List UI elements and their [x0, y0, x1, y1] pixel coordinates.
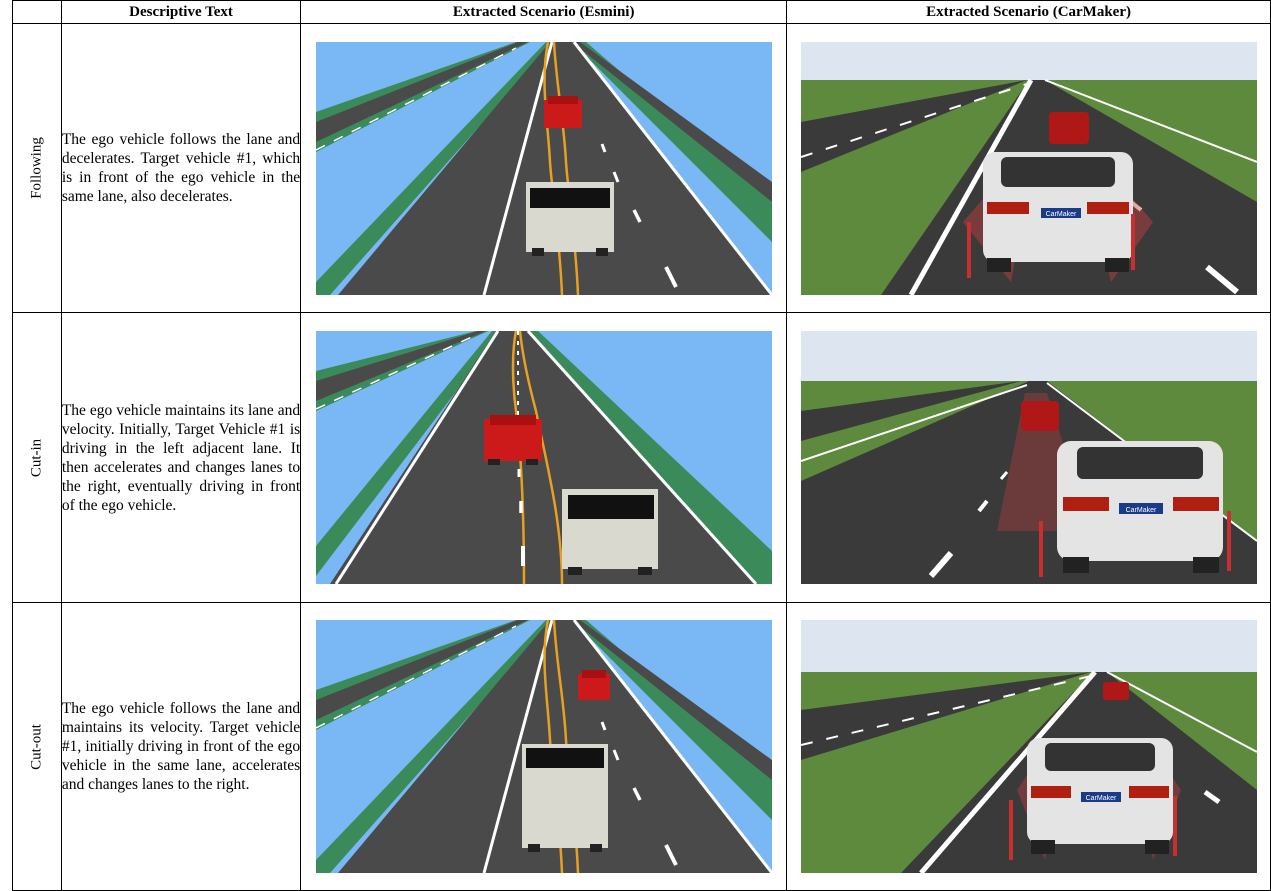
description-cell: The ego vehicle main­tains its lane and … — [60, 312, 302, 603]
row-label: Cut-out — [28, 723, 45, 770]
carmaker-badge: CarMaker — [1045, 211, 1076, 218]
header-carmaker: Extracted Scenario (CarMaker) — [786, 0, 1271, 24]
table-row-following: Following The ego vehicle follows the la… — [12, 23, 1271, 313]
esmini-cell — [300, 312, 788, 603]
row-label: Cut-in — [28, 438, 45, 477]
esmini-cut-in-image — [315, 331, 772, 584]
header-descriptive-text: Descriptive Text — [60, 0, 302, 24]
esmini-cut-out-image — [315, 620, 772, 873]
esmini-cell — [300, 23, 788, 313]
carmaker-cut-out-image: CarMaker — [800, 620, 1257, 873]
row-label-cell: Cut-out — [12, 602, 62, 891]
scenario-table: Descriptive Text Extracted Scenario (Esm… — [12, 0, 1271, 891]
table-row-cut-in: Cut-in The ego vehicle main­tains its la… — [12, 312, 1271, 603]
description-text: The ego vehicle main­tains its lane and … — [61, 401, 301, 514]
description-cell: The ego vehicle follows the lane and mai… — [60, 602, 302, 891]
row-label-cell: Cut-in — [12, 312, 62, 603]
carmaker-cell: CarMaker — [786, 312, 1271, 603]
description-text: The ego vehicle follows the lane and mai… — [61, 700, 301, 793]
description-text: The ego vehicle follows the lane and dec… — [61, 131, 301, 205]
carmaker-cell: CarMaker — [786, 23, 1271, 313]
esmini-cell — [300, 602, 788, 891]
table-row-cut-out: Cut-out The ego vehicle follows the lane… — [12, 602, 1271, 891]
carmaker-badge: CarMaker — [1085, 795, 1116, 802]
carmaker-following-image: CarMaker — [800, 41, 1257, 295]
header-empty — [12, 0, 62, 24]
description-cell: The ego vehicle follows the lane and dec… — [60, 23, 302, 313]
header-esmini: Extracted Scenario (Esmini) — [300, 0, 788, 24]
esmini-following-image — [315, 41, 772, 295]
row-label: Following — [28, 137, 45, 199]
carmaker-cut-in-image: CarMaker — [800, 331, 1257, 584]
carmaker-cell: CarMaker — [786, 602, 1271, 891]
header-row: Descriptive Text Extracted Scenario (Esm… — [12, 0, 1271, 24]
row-label-cell: Following — [12, 23, 62, 313]
carmaker-badge: CarMaker — [1125, 507, 1156, 514]
